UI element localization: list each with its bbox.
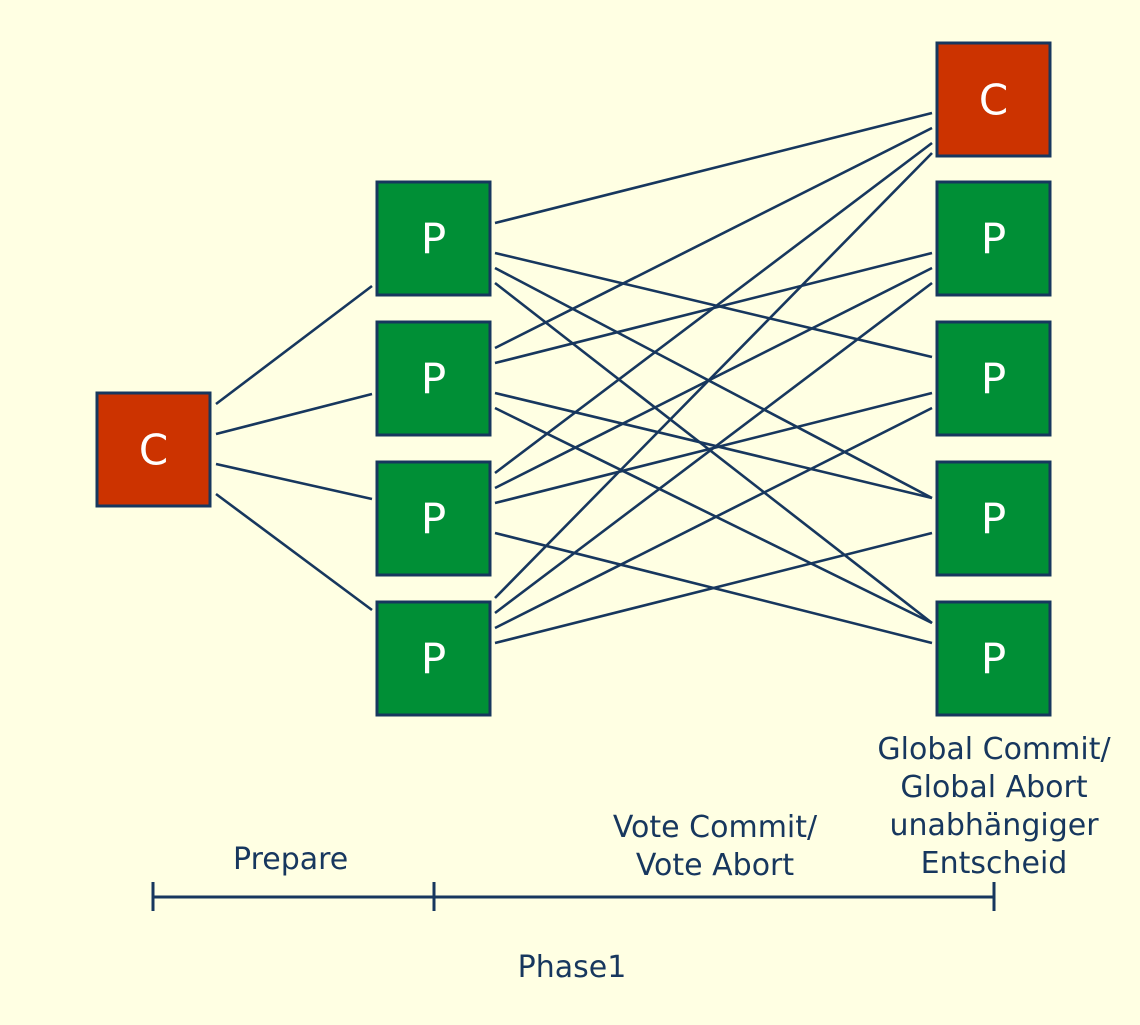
vote-edge-p4-c xyxy=(494,152,933,599)
vote-edge-p3-p1 xyxy=(494,266,933,490)
participant-node-right-4-label: P xyxy=(981,635,1006,684)
participant-node-right-4: P xyxy=(935,600,1052,717)
vote-edge-p4-p3 xyxy=(494,531,933,645)
global-label-line3: unabhängiger xyxy=(889,808,1099,843)
vote-edge-p1-p2 xyxy=(494,251,933,359)
global-label-line2: Global Abort xyxy=(900,770,1088,805)
vote-edge-p4-p2 xyxy=(494,406,933,630)
vote-edge-p1-c xyxy=(494,111,933,225)
participant-node-right-2-label: P xyxy=(981,355,1006,404)
vote-edge-p2-p3 xyxy=(494,391,933,500)
vote-edge-p1-p3 xyxy=(494,266,933,500)
vote-label-line2: Vote Abort xyxy=(635,848,795,883)
process-nodes: C P P P P C P P P P xyxy=(95,41,1052,717)
phase-label: Phase1 xyxy=(517,950,627,985)
coordinator-node-right-box xyxy=(935,41,1052,158)
coordinator-node-left-label: C xyxy=(139,426,168,475)
prepare-edge-4 xyxy=(215,492,373,612)
coordinator-node-right-label: C xyxy=(979,76,1008,125)
participant-node-right-3: P xyxy=(935,460,1052,577)
participant-node-right-1-box xyxy=(935,180,1052,297)
participant-node-right-1: P xyxy=(935,180,1052,297)
prepare-edge-1 xyxy=(215,284,373,406)
coordinator-node-left: C xyxy=(95,391,212,508)
vote-label-line1: Vote Commit/ xyxy=(612,810,818,845)
participant-node-mid-4-box xyxy=(375,600,492,717)
participant-node-mid-1-box xyxy=(375,180,492,297)
vote-edge-p3-c xyxy=(494,141,933,475)
participant-node-right-2-box xyxy=(935,320,1052,437)
vote-edge-p1-p4 xyxy=(494,281,933,625)
message-edges xyxy=(215,111,933,645)
participant-node-mid-4-label: P xyxy=(421,635,446,684)
participant-node-mid-1-label: P xyxy=(421,215,446,264)
global-decision-label: Global Commit/ Global Abort unabhängiger… xyxy=(844,731,1140,883)
participant-node-mid-4: P xyxy=(375,600,492,717)
participant-node-mid-3-box xyxy=(375,460,492,577)
participant-node-mid-2-box xyxy=(375,320,492,437)
global-label-line4: Entscheid xyxy=(920,846,1068,881)
prepare-edge-3 xyxy=(215,462,373,501)
participant-node-right-2: P xyxy=(935,320,1052,437)
participant-node-mid-2-label: P xyxy=(421,355,446,404)
participant-node-right-1-label: P xyxy=(981,215,1006,264)
vote-label: Vote Commit/ Vote Abort xyxy=(560,809,870,885)
coordinator-node-left-box xyxy=(95,391,212,508)
participant-node-mid-3: P xyxy=(375,460,492,577)
coordinator-node-right: C xyxy=(935,41,1052,158)
global-label-line1: Global Commit/ xyxy=(877,732,1111,767)
participant-node-mid-1: P xyxy=(375,180,492,297)
timeline xyxy=(151,882,996,911)
prepare-label: Prepare xyxy=(233,842,349,877)
prepare-edge-2 xyxy=(215,392,373,436)
participant-node-right-4-box xyxy=(935,600,1052,717)
participant-node-mid-2: P xyxy=(375,320,492,437)
vote-edge-p2-p4 xyxy=(494,406,933,625)
participant-node-right-3-label: P xyxy=(981,495,1006,544)
vote-edge-p2-c xyxy=(494,126,933,350)
vote-edge-p4-p1 xyxy=(494,281,933,615)
participant-node-right-3-box xyxy=(935,460,1052,577)
participant-node-mid-3-label: P xyxy=(421,495,446,544)
